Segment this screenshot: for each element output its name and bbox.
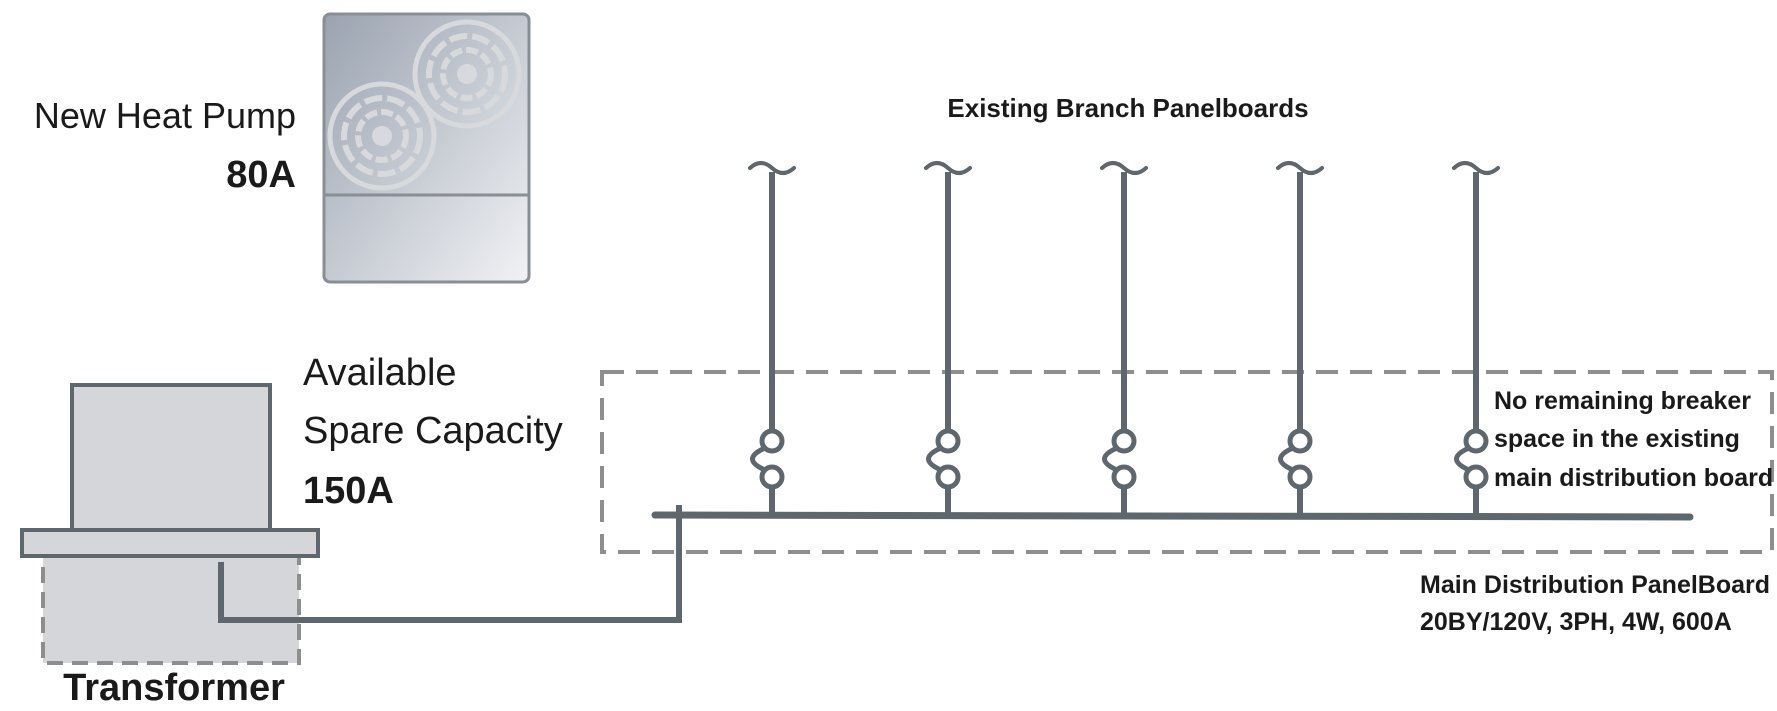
fan-icon <box>412 19 522 129</box>
break-symbol <box>1100 161 1148 175</box>
branch-panels-title: Existing Branch Panelboards <box>947 93 1308 123</box>
transformer-label: Transformer <box>63 667 285 709</box>
capacity-line-2: Spare Capacity <box>303 410 563 452</box>
breaker-arc <box>926 445 943 473</box>
breaker-contact <box>1111 428 1137 454</box>
note-line-3: main distribution board <box>1494 464 1773 492</box>
break-symbol <box>748 161 796 175</box>
main-panel-rating: 20BY/120V, 3PH, 4W, 600A <box>1420 608 1732 636</box>
note-line-1: No remaining breaker <box>1494 387 1751 415</box>
branch-feeder <box>748 161 796 514</box>
branch-feeder <box>1276 161 1324 514</box>
branch-feeder <box>1100 161 1148 514</box>
breaker-arc <box>1454 445 1471 473</box>
break-symbol <box>1452 161 1500 175</box>
breaker-arc <box>1102 445 1119 473</box>
main-panel-name: Main Distribution PanelBoard <box>1420 571 1770 599</box>
heat-pump-amps: 80A <box>226 154 296 196</box>
branch-feeder <box>1452 161 1500 514</box>
break-symbol <box>924 161 972 175</box>
breaker-contact <box>1287 428 1313 454</box>
transformer-unit <box>20 383 320 665</box>
note-line-2: space in the existing <box>1494 425 1740 453</box>
feeder-conductor <box>218 505 682 623</box>
breaker-contact <box>759 428 785 454</box>
break-symbol <box>1276 161 1324 175</box>
heat-pump-unit <box>322 12 531 284</box>
capacity-amps: 150A <box>303 470 394 512</box>
breaker-contact <box>935 428 961 454</box>
breaker-arc <box>750 445 767 473</box>
breaker-contact <box>1463 428 1489 454</box>
main-panel-boundary <box>600 370 1774 554</box>
branch-feeder <box>924 161 972 514</box>
main-bus <box>651 511 1694 521</box>
capacity-line-1: Available <box>303 352 457 394</box>
fan-icon <box>327 81 437 191</box>
heat-pump-title: New Heat Pump <box>34 95 296 136</box>
breaker-arc <box>1278 445 1295 473</box>
branch-feeders <box>748 161 1500 514</box>
